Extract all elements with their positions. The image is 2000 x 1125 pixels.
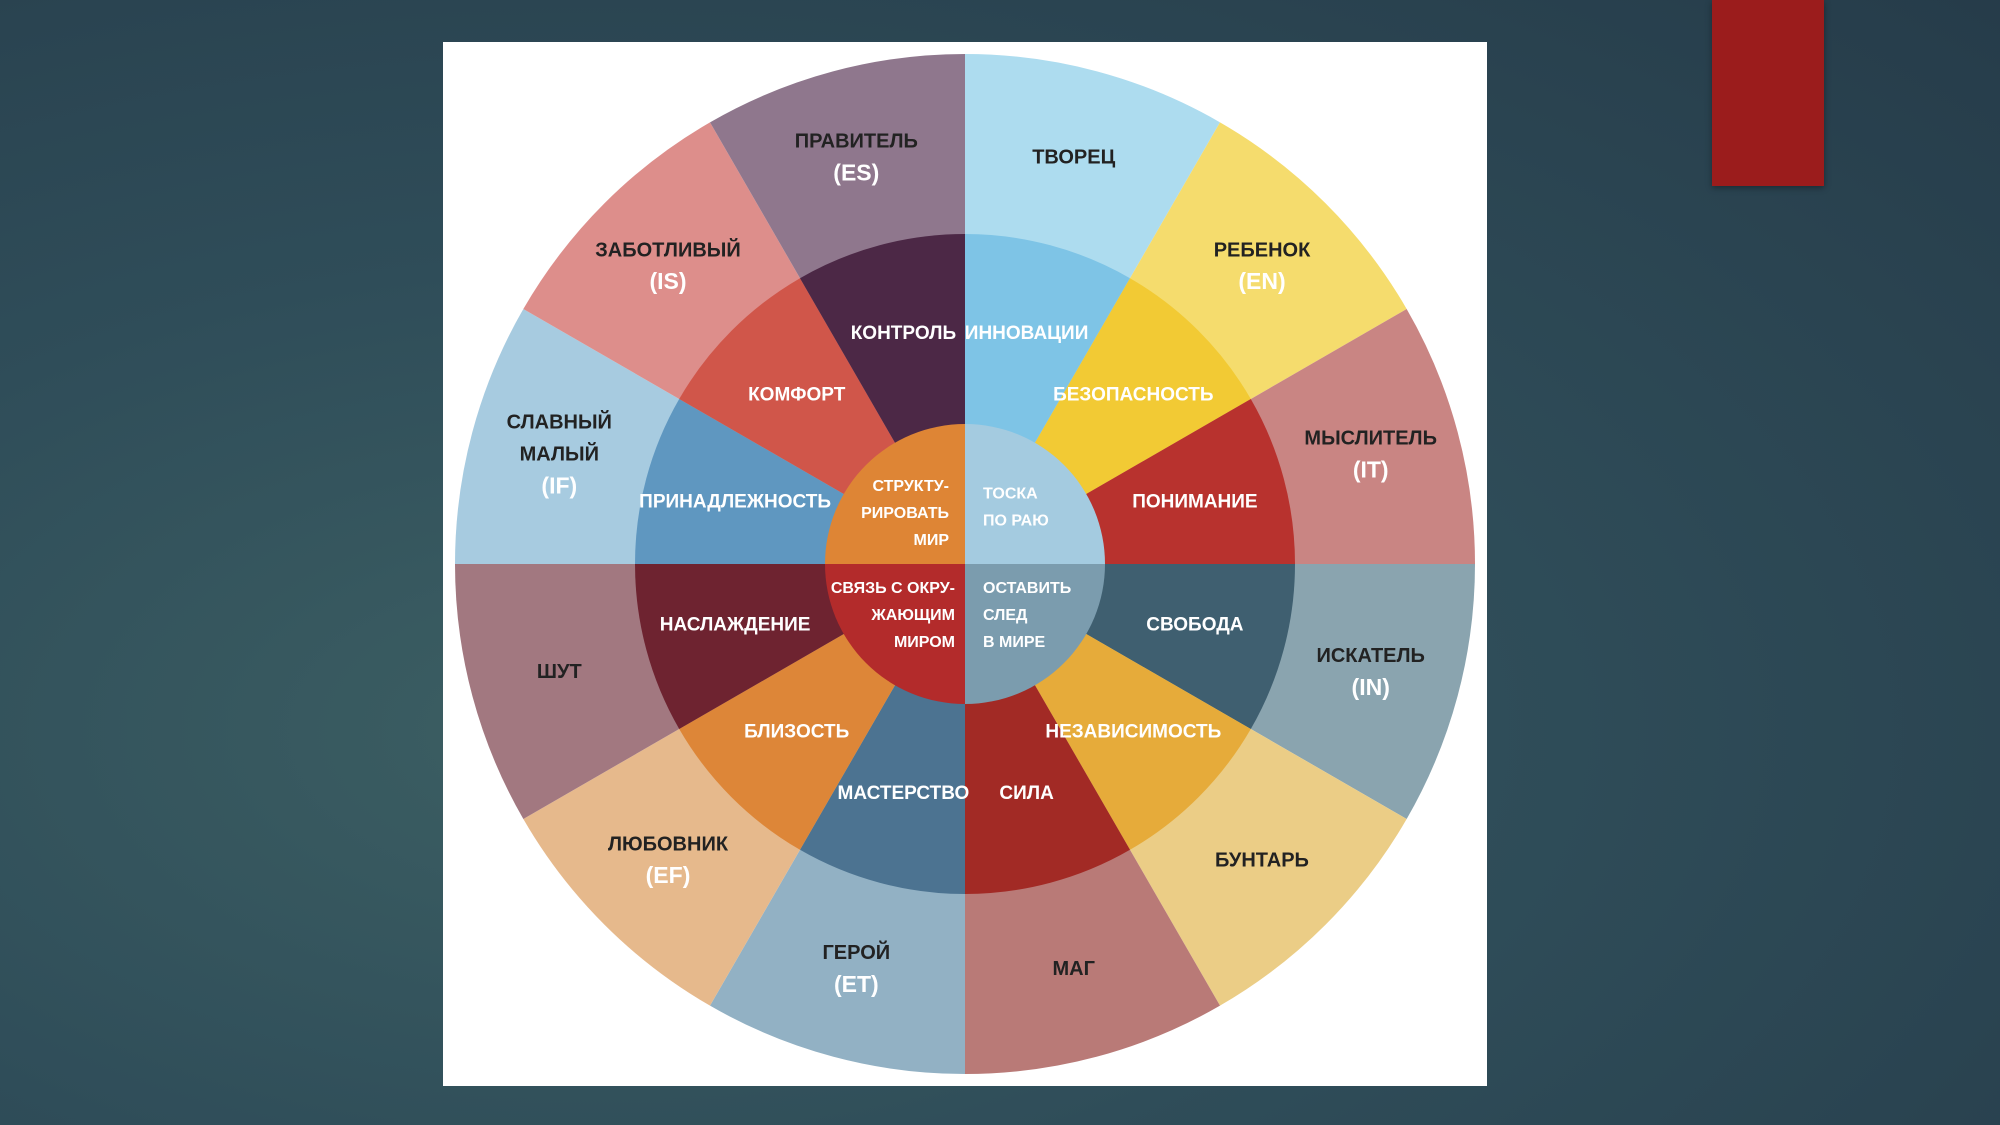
outer-label-9: ШУТ [537, 661, 582, 683]
middle-label-9: НАСЛАЖДЕНИЕ [660, 615, 811, 636]
accent-bar [1712, 0, 1824, 186]
inner-label-3: МИРОМ [894, 634, 955, 651]
archetype-wheel: ТВОРЕЦ РЕБЕНОК (EN) МЫСЛИТЕЛЬ (IT) ИСКАТЕЛЬ (I… [455, 54, 1475, 1074]
outer-code-2: (EN) [1238, 268, 1285, 294]
middle-label-10: ПРИНАДЛЕЖНОСТЬ [639, 491, 831, 512]
outer-label-11: ЗАБОТЛИВЫЙ [595, 237, 740, 261]
outer-label-1: ТВОРЕЦ [1032, 147, 1115, 169]
outer-code-3: (IT) [1353, 456, 1389, 482]
outer-code-7: (ET) [834, 971, 879, 997]
middle-label-6: СИЛА [999, 783, 1054, 804]
outer-code-8: (EF) [646, 862, 691, 888]
middle-label-1: ИННОВАЦИИ [965, 323, 1089, 344]
inner-label-4: СТРУКТУ- [872, 478, 949, 495]
inner-label-2: СЛЕД [983, 607, 1028, 624]
middle-label-3: ПОНИМАНИЕ [1132, 491, 1257, 512]
inner-label-2: ОСТАВИТЬ [983, 580, 1071, 597]
middle-label-8: БЛИЗОСТЬ [744, 721, 849, 742]
middle-label-5: НЕЗАВИСИМОСТЬ [1045, 721, 1221, 742]
inner-label-4: МИР [914, 532, 950, 549]
slide-image-card: ТВОРЕЦ РЕБЕНОК (EN) МЫСЛИТЕЛЬ (IT) ИСКАТЕЛЬ (I… [443, 42, 1487, 1086]
outer-label-2: РЕБЕНОК [1214, 239, 1311, 261]
inner-label-1: ТОСКА [983, 486, 1038, 503]
inner-label-1: ПО РАЮ [983, 513, 1049, 530]
outer-label-8: ЛЮБОВНИК [608, 833, 729, 855]
outer-code-4: (IN) [1352, 674, 1390, 700]
outer-label-12: ПРАВИТЕЛЬ [795, 131, 918, 153]
inner-quadrant-3 [825, 564, 965, 704]
inner-label-2: В МИРЕ [983, 634, 1046, 651]
inner-label-3: ЖАЮЩИМ [870, 607, 955, 624]
outer-label-6: МАГ [1052, 958, 1094, 980]
inner-quadrant-4 [825, 424, 965, 564]
middle-label-4: СВОБОДА [1146, 615, 1243, 636]
outer-label-4: ИСКАТЕЛЬ [1316, 645, 1424, 667]
outer-code-10: (IF) [541, 472, 577, 498]
wheel-labels: ТВОРЕЦ РЕБЕНОК (EN) МЫСЛИТЕЛЬ (IT) ИСКАТЕЛЬ (I… [507, 131, 1437, 997]
outer-label-10: СЛАВНЫЙ [507, 410, 612, 434]
outer-label-3: МЫСЛИТЕЛЬ [1304, 428, 1437, 450]
inner-quadrant-2 [965, 564, 1105, 704]
inner-label-3: СВЯЗЬ С ОКРУ- [831, 580, 955, 597]
outer-label-5: БУНТАРЬ [1215, 849, 1309, 871]
outer-label-10: МАЛЫЙ [520, 442, 599, 466]
middle-label-7: МАСТЕРСТВО [838, 783, 970, 804]
inner-circle [825, 424, 1105, 704]
middle-label-12: КОНТРОЛЬ [851, 323, 956, 344]
outer-label-7: ГЕРОЙ [822, 940, 890, 964]
inner-label-4: РИРОВАТЬ [861, 505, 949, 522]
inner-quadrant-1 [965, 424, 1105, 564]
middle-label-2: БЕЗОПАСНОСТЬ [1053, 385, 1213, 406]
outer-code-12: (ES) [833, 159, 879, 185]
outer-code-11: (IS) [649, 268, 686, 294]
middle-label-11: КОМФОРТ [748, 385, 846, 406]
